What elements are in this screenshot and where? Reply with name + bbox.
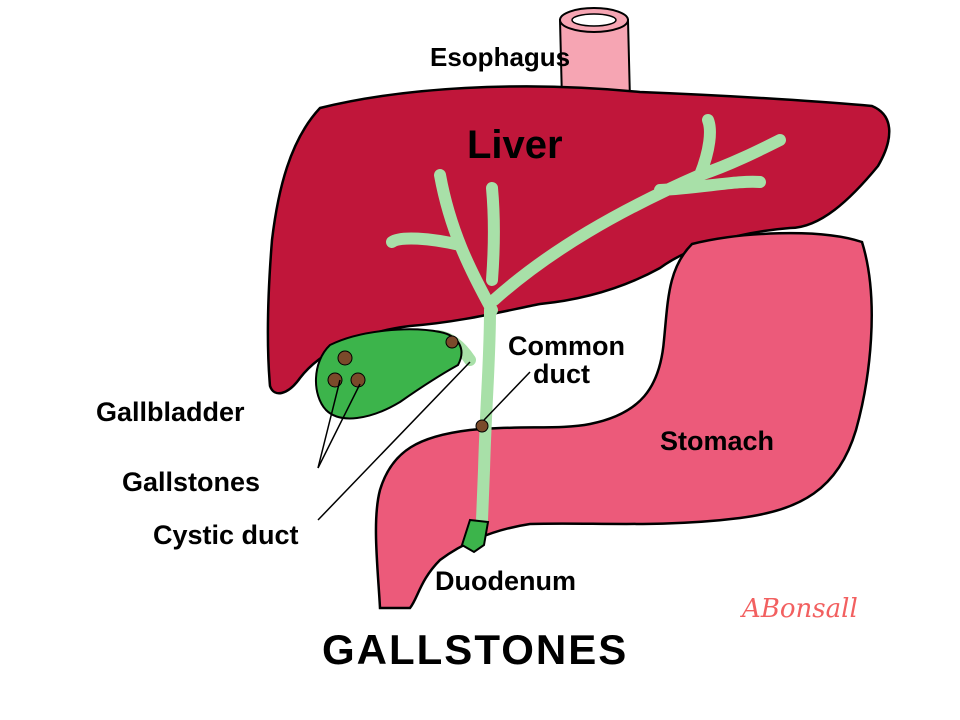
hepatic-branch-right xyxy=(488,114,786,306)
gallstones-label: Gallstones xyxy=(122,467,260,497)
stomach-label: Stomach xyxy=(660,426,774,456)
gallstones xyxy=(327,335,489,433)
stomach xyxy=(374,231,873,610)
gallstone xyxy=(475,419,489,433)
cystic-duct-label: Cystic duct xyxy=(153,520,299,550)
diagram-title: GALLSTONES xyxy=(322,626,628,673)
gallbladder-label: Gallbladder xyxy=(96,397,245,427)
common-duct-label-line2: duct xyxy=(533,359,590,389)
duodenum-junction xyxy=(460,518,490,554)
gallstone xyxy=(350,372,366,388)
common-duct-label-line1: Common xyxy=(508,331,625,361)
gallbladder xyxy=(314,328,463,420)
gallstones-leader xyxy=(317,383,361,469)
common-duct-path xyxy=(476,304,496,526)
esophagus-lumen xyxy=(571,13,617,27)
hepatic-branch-left xyxy=(386,169,500,316)
gallstones-leader xyxy=(317,379,341,469)
duodenum-label: Duodenum xyxy=(435,566,576,596)
liver-label: Liver xyxy=(467,123,563,167)
leader-lines xyxy=(317,361,531,521)
esophagus-label: Esophagus xyxy=(430,42,570,72)
common-duct-leader xyxy=(483,371,531,421)
gallstone xyxy=(445,335,459,349)
bile-duct-tree xyxy=(386,114,786,526)
artist-signature: ABonsall xyxy=(740,594,858,624)
gallstone xyxy=(337,350,353,366)
cystic-duct-leader xyxy=(317,361,471,521)
